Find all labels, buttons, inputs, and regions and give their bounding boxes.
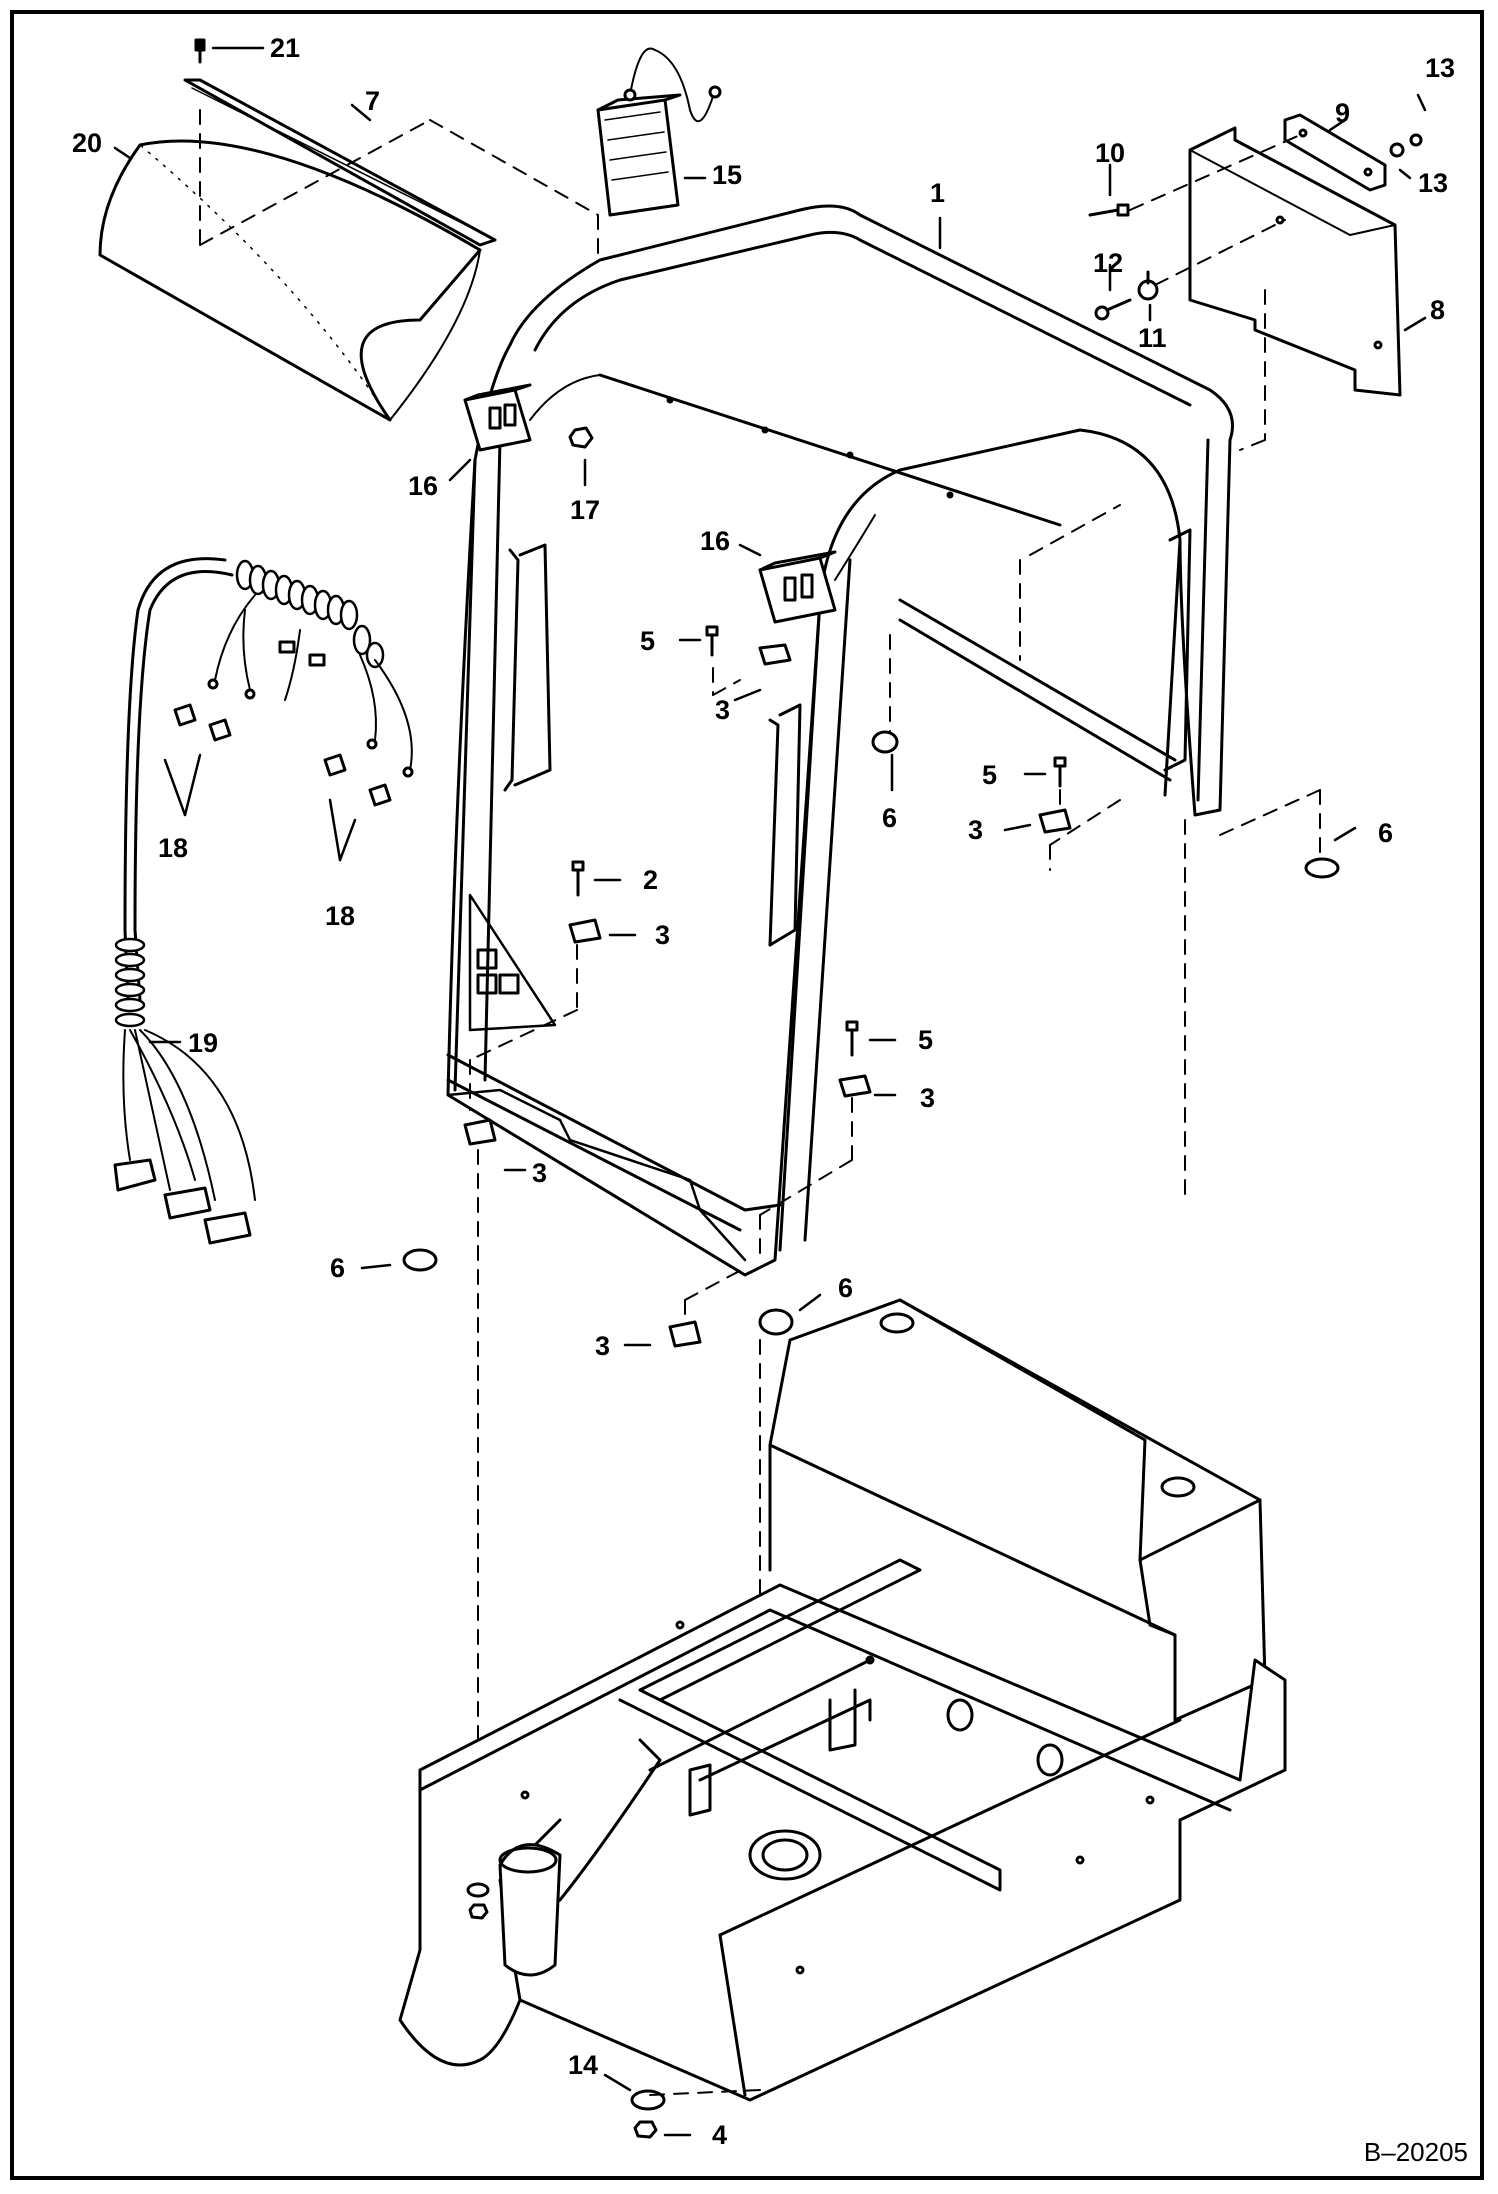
drawing-number: B–20205 (1363, 2137, 1468, 2167)
work-light-part-16-right (758, 514, 876, 624)
callout-3-f: 3 (595, 1331, 611, 1361)
cab-frame-part-1 (446, 204, 1234, 1277)
callout-19: 19 (188, 1028, 219, 1058)
terminal-part-12 (1094, 298, 1132, 321)
hardware-small-parts (402, 625, 1340, 1348)
callout-16-left: 16 (408, 471, 439, 501)
callout-13-bottom: 13 (1418, 168, 1449, 198)
callout-17: 17 (570, 495, 601, 525)
roof-panel-part-20 (98, 139, 482, 422)
callout-16-right: 16 (700, 526, 731, 556)
callout-3-b: 3 (968, 815, 984, 845)
callout-3-d: 3 (920, 1083, 936, 1113)
callout-2: 2 (643, 865, 659, 895)
callout-9: 9 (1335, 98, 1351, 128)
callout-5-a: 5 (640, 626, 656, 656)
callout-11: 11 (1138, 323, 1167, 353)
bracket-part-9 (1283, 113, 1387, 192)
callout-6-a: 6 (882, 803, 898, 833)
callout-21: 21 (270, 33, 301, 63)
nut-part-11 (1137, 270, 1159, 301)
callout-8: 8 (1430, 295, 1446, 325)
screw-part-21 (194, 38, 206, 64)
callout-3-a: 3 (715, 695, 731, 725)
callout-5-c: 5 (918, 1025, 934, 1055)
callout-13-top: 13 (1425, 53, 1456, 83)
callout-14: 14 (568, 2050, 599, 2080)
wiring-harness-part-19 (113, 557, 414, 1245)
callout-10: 10 (1095, 138, 1126, 168)
callout-4: 4 (712, 2120, 728, 2150)
nut-part-17 (568, 426, 594, 449)
callout-6-d: 6 (838, 1273, 854, 1303)
callout-7: 7 (365, 86, 381, 116)
guide-lines-right (889, 134, 1321, 1201)
callout-6-c: 6 (330, 1253, 346, 1283)
leader-lines (113, 46, 1427, 2137)
callout-6-b: 6 (1378, 818, 1394, 848)
callout-12: 12 (1093, 248, 1124, 278)
connectors-part-18 (173, 703, 392, 807)
rear-panel-part-8 (1188, 126, 1402, 397)
light-module-part-15 (596, 47, 722, 217)
callout-1: 1 (930, 178, 946, 208)
callout-5-b: 5 (982, 760, 998, 790)
callout-20: 20 (72, 128, 103, 158)
base-frame (398, 1298, 1287, 2139)
callout-3-e: 3 (532, 1158, 548, 1188)
roof-strip-part-7 (183, 78, 497, 247)
callout-15: 15 (712, 160, 743, 190)
callout-18-b: 18 (325, 901, 356, 931)
work-light-part-16-left (463, 374, 601, 452)
callout-3-c: 3 (655, 920, 671, 950)
bolt-part-10 (1088, 203, 1130, 217)
callout-18-a: 18 (158, 833, 189, 863)
